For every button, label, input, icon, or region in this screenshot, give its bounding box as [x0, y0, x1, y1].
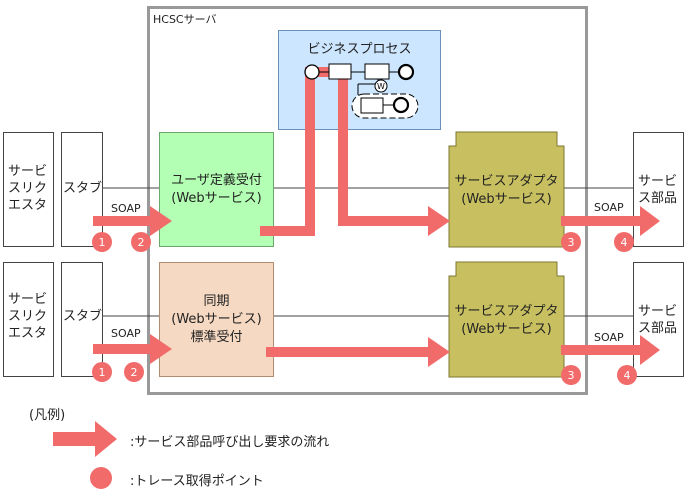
service-adapter-1-shape [448, 131, 565, 248]
bp-w-marker [374, 79, 388, 93]
legend-arrow-icon [53, 421, 117, 457]
service-requester-2: サービ スリク エスタ [3, 262, 54, 377]
service-adapter-1: サービスアダプタ (Webサービス) [449, 146, 564, 236]
bp-activity-3 [360, 97, 384, 114]
bp-end-node-1 [397, 63, 415, 81]
stub-2: スタブ [61, 262, 103, 377]
trace-point-2-top-label: 2 [138, 236, 145, 249]
requester-2-line1: サービ [8, 292, 48, 307]
sync-reception-line1: 同期 [203, 293, 230, 309]
adapter-1-line1: サービスアダプタ [454, 174, 559, 189]
process-mini-diagram: W [304, 63, 419, 119]
business-process-title: ビジネスプロセス [307, 42, 412, 57]
flow-arrow-requester-to-reception-1 [93, 206, 172, 236]
trace-point-2-top [131, 232, 151, 252]
legend-arrow-text: :サービス部品呼び出し要求の流れ [130, 435, 330, 450]
part-2-line1: サービ [638, 304, 678, 319]
hcsc-server-frame [147, 6, 588, 395]
requester-1-line1: サービ [8, 164, 48, 179]
user-defined-reception: ユーザ定義受付 (Webサービス) [159, 132, 274, 247]
bp-activity-2 [364, 63, 390, 80]
stub-1: スタブ [61, 132, 103, 247]
flow-arrow-adapter-to-part-1 [561, 206, 660, 236]
service-adapter-2: サービスアダプタ (Webサービス) [449, 276, 564, 366]
part-2-line2: ス部品 [638, 321, 678, 336]
flow-arrow-through-business-process [260, 67, 450, 236]
trace-point-4-top-label: 4 [621, 236, 628, 249]
stub-1-label: スタブ [63, 181, 103, 196]
soap-label-left-2: SOAP [111, 327, 141, 340]
soap-label-left-1: SOAP [111, 202, 141, 215]
trace-point-3-bottom [561, 365, 581, 385]
bp-activity-1 [328, 63, 352, 80]
adapter-2-line1: サービスアダプタ [454, 304, 559, 319]
trace-point-2-bottom-label: 2 [131, 366, 138, 379]
trace-point-3-top [561, 232, 581, 252]
bp-end-node-2 [392, 96, 410, 114]
trace-point-4-bottom [617, 365, 637, 385]
requester-1-line2: スリク [8, 181, 48, 196]
flow-arrow-adapter-to-part-2 [561, 335, 660, 365]
requester-1-line3: エスタ [8, 198, 48, 213]
bp-start-node [304, 64, 320, 80]
part-1-line1: サービ [638, 174, 678, 189]
adapter-1-line2: (Webサービス) [461, 192, 552, 207]
service-adapter-2-shape [448, 261, 565, 378]
trace-point-1-bottom-label: 1 [99, 366, 106, 379]
soap-label-right-1: SOAP [594, 201, 624, 214]
trace-point-1-bottom [92, 362, 112, 382]
user-reception-line2: (Webサービス) [171, 190, 262, 206]
requester-2-line3: エスタ [8, 326, 48, 341]
trace-point-3-top-label: 3 [568, 236, 575, 249]
adapter-2-line2: (Webサービス) [461, 322, 552, 337]
sync-reception-line3: 標準受付 [190, 329, 243, 345]
user-reception-line1: ユーザ定義受付 [171, 172, 262, 188]
trace-point-3-bottom-label: 3 [568, 369, 575, 382]
trace-point-4-bottom-label: 4 [624, 369, 631, 382]
flow-arrow-requester-to-reception-2 [93, 334, 172, 364]
sync-reception-line2: (Webサービス) [171, 311, 262, 327]
trace-point-4-top [614, 232, 634, 252]
trace-point-1-top-label: 1 [99, 236, 106, 249]
bp-w-mark: W [377, 82, 385, 91]
sync-standard-reception: 同期 (Webサービス) 標準受付 [159, 262, 274, 377]
part-1-line2: ス部品 [638, 191, 678, 206]
requester-2-line2: スリク [8, 309, 48, 324]
service-requester-1: サービ スリク エスタ [3, 132, 54, 247]
stub-2-label: スタブ [63, 309, 103, 324]
legend-point-text: :トレース取得ポイント [130, 474, 264, 489]
soap-label-right-2: SOAP [594, 331, 624, 344]
hcsc-server-title: HCSCサーバ [153, 13, 217, 26]
legend-title: (凡例) [29, 408, 66, 423]
trace-point-1-top [92, 232, 112, 252]
legend-trace-point-icon [90, 467, 112, 489]
trace-point-2-bottom [124, 362, 144, 382]
flow-arrow-reception-to-adapter-2 [266, 337, 450, 367]
